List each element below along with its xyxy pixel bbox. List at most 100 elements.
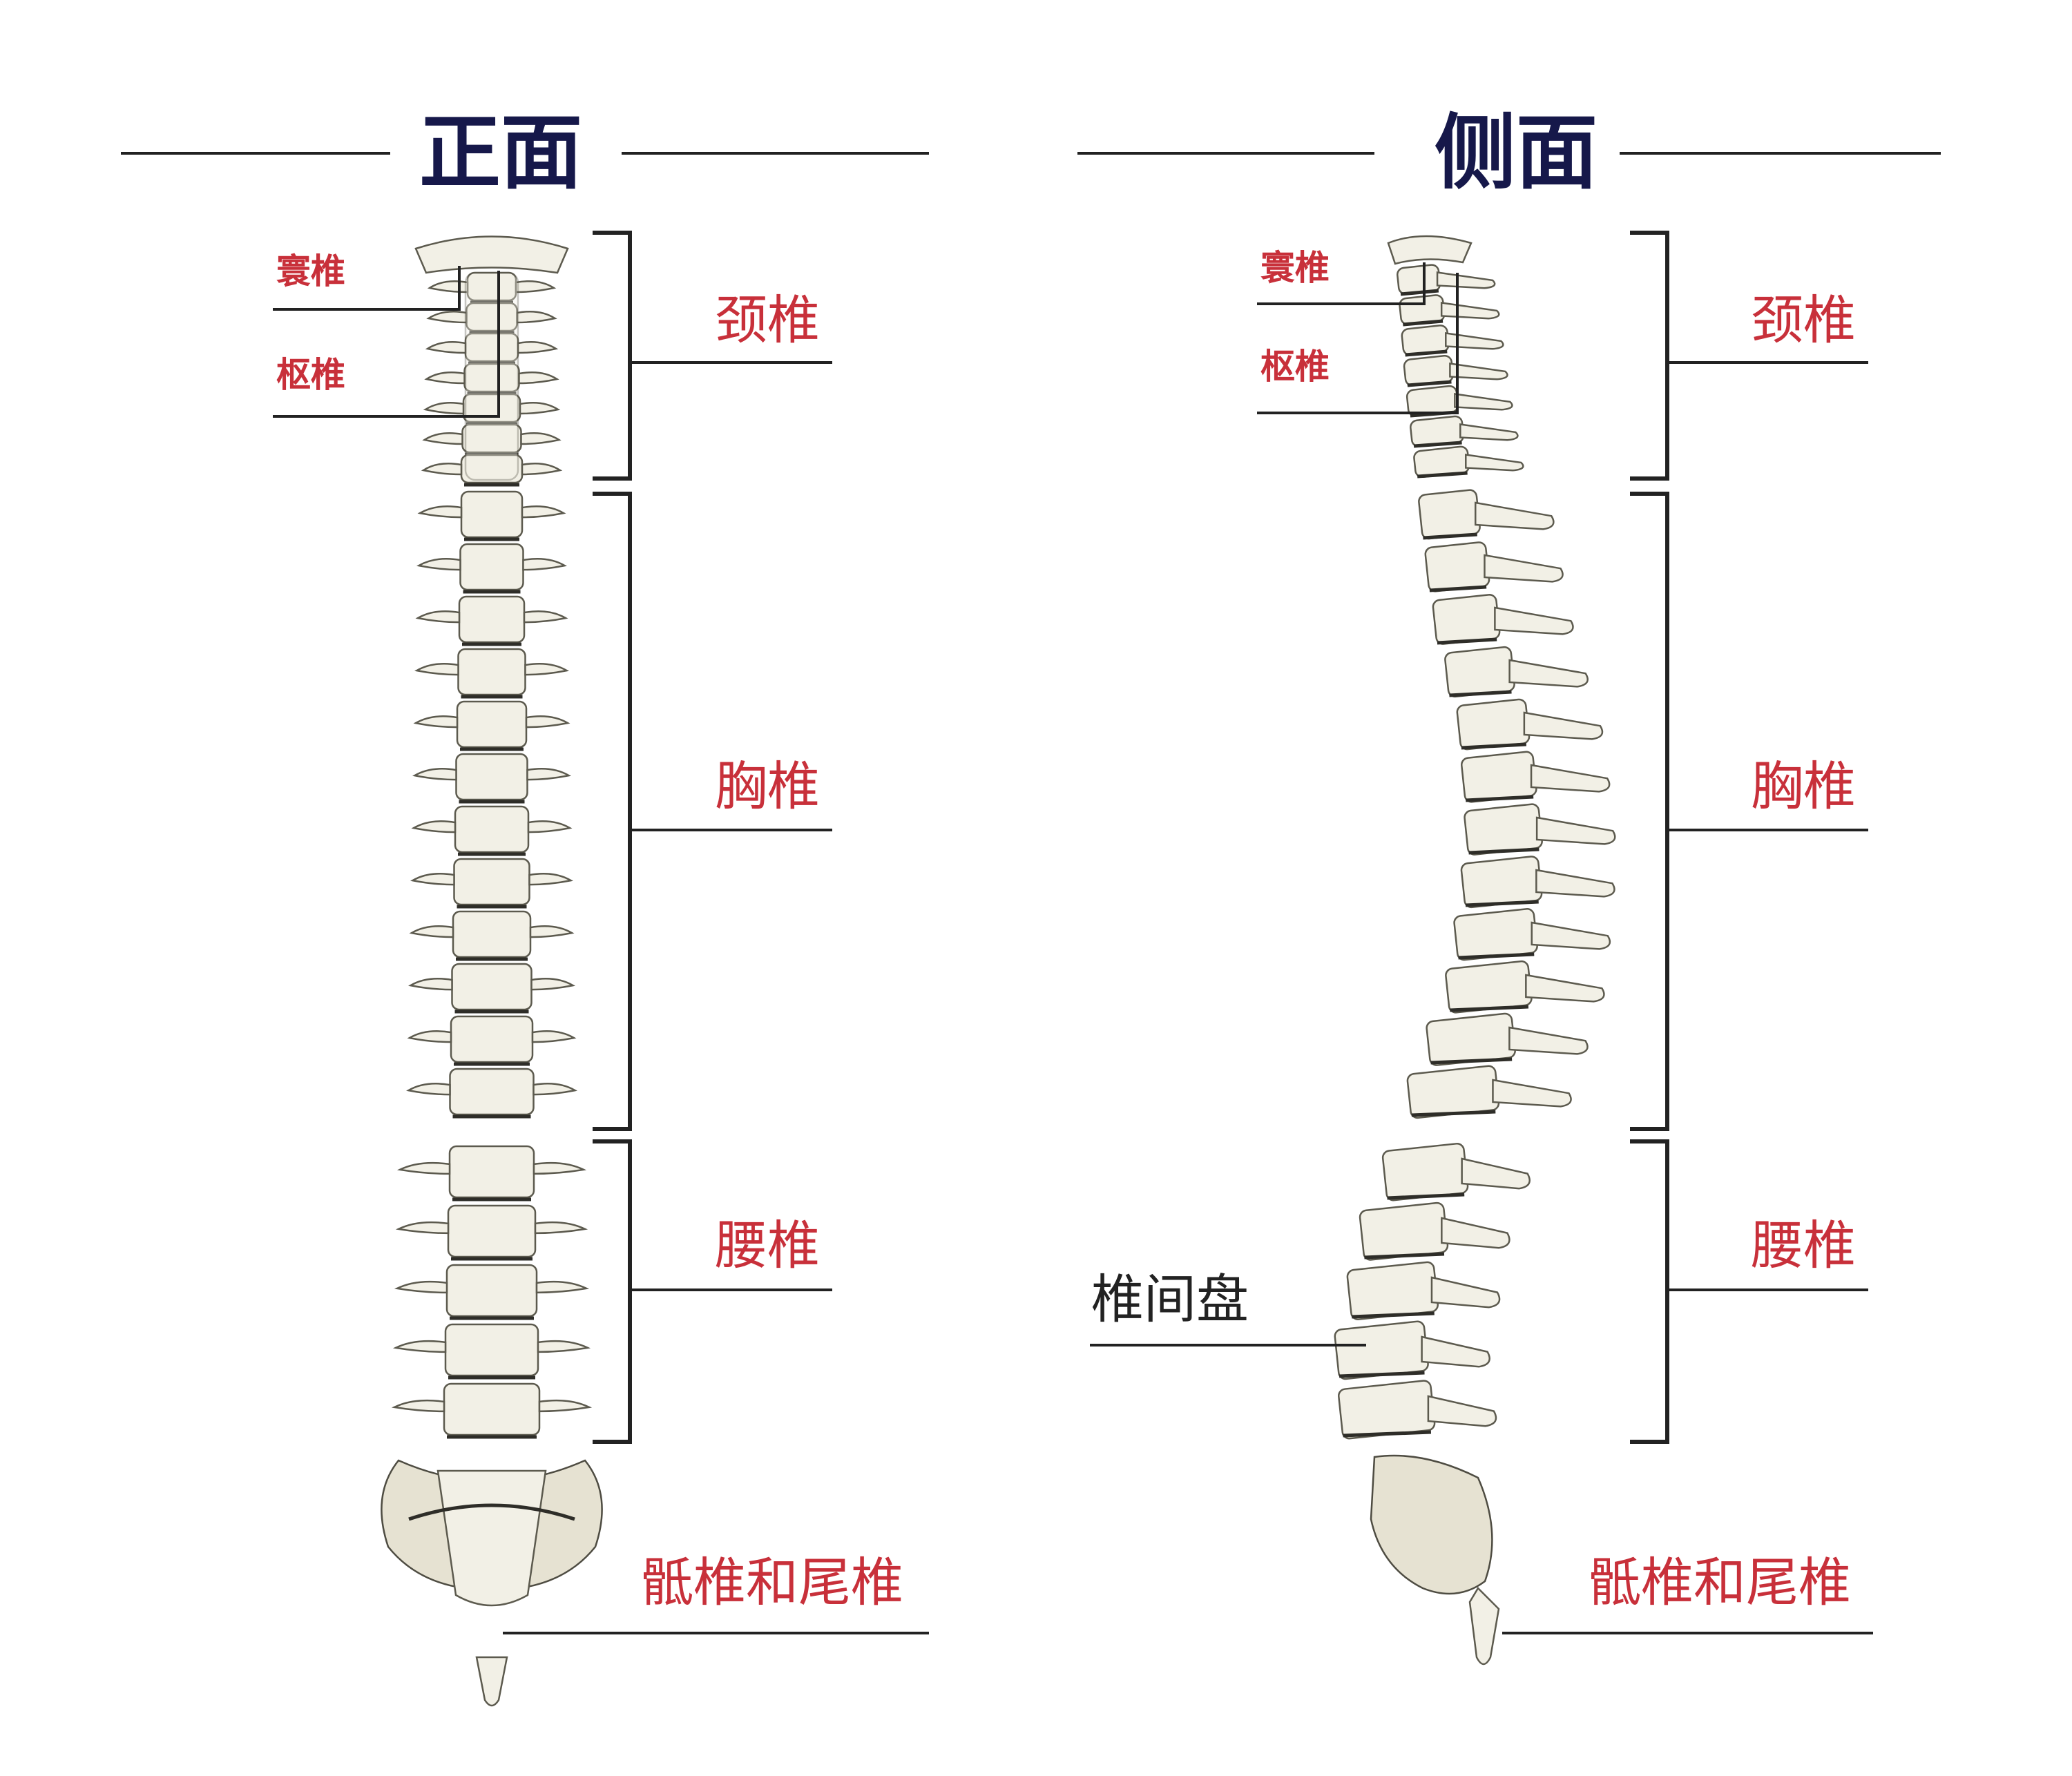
side-disc bbox=[1466, 795, 1534, 802]
side-spine-illustration bbox=[1334, 235, 1616, 1666]
side-sacrum bbox=[1370, 1454, 1493, 1595]
side-disc bbox=[1405, 349, 1448, 357]
front-transverse-process bbox=[527, 820, 573, 833]
side-spinous-process bbox=[1508, 659, 1589, 688]
front-transverse-process bbox=[521, 463, 563, 476]
front-atlas-leader bbox=[273, 266, 461, 311]
front-transverse-process bbox=[423, 402, 465, 415]
front-transverse-process bbox=[533, 1161, 587, 1175]
side-spinous-process bbox=[1461, 1157, 1531, 1190]
side-spinous-process bbox=[1430, 1276, 1501, 1309]
front-label-thoracic: 胸椎 bbox=[715, 755, 820, 817]
side-spinous-process bbox=[1454, 393, 1513, 411]
front-vertebra bbox=[448, 1145, 535, 1199]
side-disc-label: 椎间盘 bbox=[1091, 1268, 1249, 1330]
side-label-cervical: 颈椎 bbox=[1751, 289, 1856, 351]
side-spinous-process bbox=[1492, 1079, 1572, 1108]
front-bracket-thoracic bbox=[593, 492, 632, 1131]
side-disc bbox=[1437, 637, 1497, 645]
side-vertebra bbox=[1334, 1320, 1429, 1380]
front-bracket-lumbar bbox=[593, 1139, 632, 1444]
side-spinous-process bbox=[1535, 816, 1616, 845]
front-vertebra bbox=[456, 700, 528, 749]
front-transverse-process bbox=[421, 463, 463, 476]
front-transverse-process bbox=[424, 371, 466, 385]
front-sacrum bbox=[437, 1469, 547, 1607]
front-vertebra bbox=[451, 963, 533, 1011]
front-transverse-process bbox=[416, 558, 461, 571]
side-spinous-process bbox=[1441, 1217, 1510, 1249]
side-vertebra bbox=[1464, 803, 1543, 856]
side-disc bbox=[1387, 1193, 1465, 1200]
front-cervical-column bbox=[464, 271, 519, 481]
front-vertebra bbox=[449, 1068, 535, 1116]
front-vertebra bbox=[457, 648, 526, 696]
front-transverse-process bbox=[425, 341, 467, 354]
side-spinous-process bbox=[1459, 423, 1519, 441]
front-transverse-process bbox=[528, 873, 573, 886]
front-view: 正面 寰椎 枢椎 颈椎 胸椎 腰椎 骶椎和尾椎 bbox=[121, 104, 929, 1707]
front-vertebra bbox=[444, 1323, 539, 1377]
front-title: 正面 bbox=[419, 104, 582, 200]
front-vertebra bbox=[454, 805, 530, 853]
front-vertebra bbox=[450, 1015, 534, 1063]
front-transverse-process bbox=[537, 1340, 591, 1353]
front-transverse-process bbox=[517, 341, 559, 354]
front-transverse-process bbox=[520, 432, 562, 445]
front-label-lumbar: 腰椎 bbox=[715, 1215, 820, 1276]
side-atlas-label: 寰椎 bbox=[1260, 247, 1330, 288]
side-disc bbox=[1468, 847, 1539, 855]
side-vertebra bbox=[1460, 751, 1537, 803]
front-axis-leader bbox=[273, 271, 500, 418]
front-vertebra bbox=[460, 490, 524, 539]
side-view: 侧面 寰椎 枢椎 椎间盘 颈椎 胸椎 腰椎 骶椎和尾椎 bbox=[1077, 104, 1941, 1666]
side-vertebra bbox=[1432, 594, 1501, 645]
side-spinous-process bbox=[1440, 302, 1500, 320]
front-transverse-process bbox=[533, 1083, 577, 1096]
front-transverse-process bbox=[422, 432, 463, 445]
side-atlas-leader bbox=[1257, 262, 1426, 305]
front-transverse-process bbox=[523, 610, 568, 624]
front-transverse-process bbox=[394, 1280, 448, 1294]
side-spinous-process bbox=[1525, 974, 1605, 1003]
front-transverse-process bbox=[392, 1340, 447, 1353]
side-spinous-process bbox=[1436, 271, 1496, 289]
side-bracket-cervical bbox=[1630, 231, 1669, 481]
front-atlas-bone bbox=[414, 235, 569, 274]
front-transverse-process bbox=[518, 371, 559, 385]
side-spinous-process bbox=[1494, 606, 1574, 635]
side-disc bbox=[1352, 1311, 1435, 1319]
side-disc bbox=[1449, 690, 1512, 697]
front-axis-label: 枢椎 bbox=[276, 354, 345, 395]
front-sacral-rim bbox=[408, 1503, 575, 1521]
front-spine-illustration bbox=[381, 235, 603, 1707]
side-vertebra bbox=[1453, 908, 1538, 961]
side-vertebra bbox=[1445, 960, 1533, 1014]
front-vertebra bbox=[458, 595, 526, 644]
front-transverse-process bbox=[408, 978, 453, 991]
front-vertebra bbox=[452, 910, 532, 958]
side-spinous-process bbox=[1530, 764, 1611, 793]
front-vertebra bbox=[445, 1264, 538, 1317]
side-label-sacral: 骶椎和尾椎 bbox=[1589, 1552, 1851, 1613]
side-vertebra bbox=[1444, 646, 1515, 698]
side-spinous-process bbox=[1421, 1335, 1490, 1368]
front-transverse-process bbox=[410, 873, 455, 886]
front-transverse-process bbox=[426, 311, 468, 324]
front-vertebra bbox=[443, 1382, 541, 1436]
side-disc bbox=[1429, 585, 1487, 592]
front-bracket-cervical bbox=[593, 231, 632, 481]
side-spinous-process bbox=[1484, 554, 1564, 583]
side-label-lumbar: 腰椎 bbox=[1751, 1215, 1856, 1276]
side-spinous-process bbox=[1465, 454, 1524, 472]
side-coccyx bbox=[1468, 1586, 1500, 1666]
side-disc bbox=[1407, 380, 1452, 387]
side-title: 侧面 bbox=[1435, 104, 1598, 200]
side-vertebra bbox=[1460, 856, 1543, 909]
front-transverse-process bbox=[515, 280, 557, 293]
side-disc bbox=[1417, 471, 1468, 479]
side-disc bbox=[1458, 952, 1535, 960]
side-bracket-thoracic bbox=[1630, 492, 1669, 1131]
front-transverse-process bbox=[415, 610, 461, 624]
side-disc bbox=[1411, 1110, 1496, 1117]
